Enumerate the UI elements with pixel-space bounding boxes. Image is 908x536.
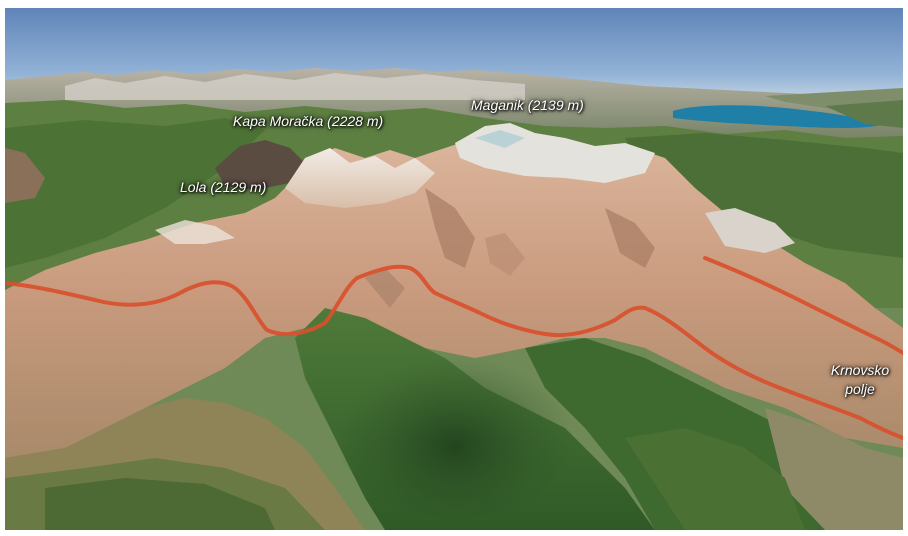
route-line-east [703,256,903,355]
lake [673,105,885,128]
route-line-main [5,264,903,440]
terrain-map: Maganik (2139 m) Kapa Moračka (2228 m) L… [5,8,903,530]
main-massif [5,128,903,458]
terrain-render [5,8,903,530]
